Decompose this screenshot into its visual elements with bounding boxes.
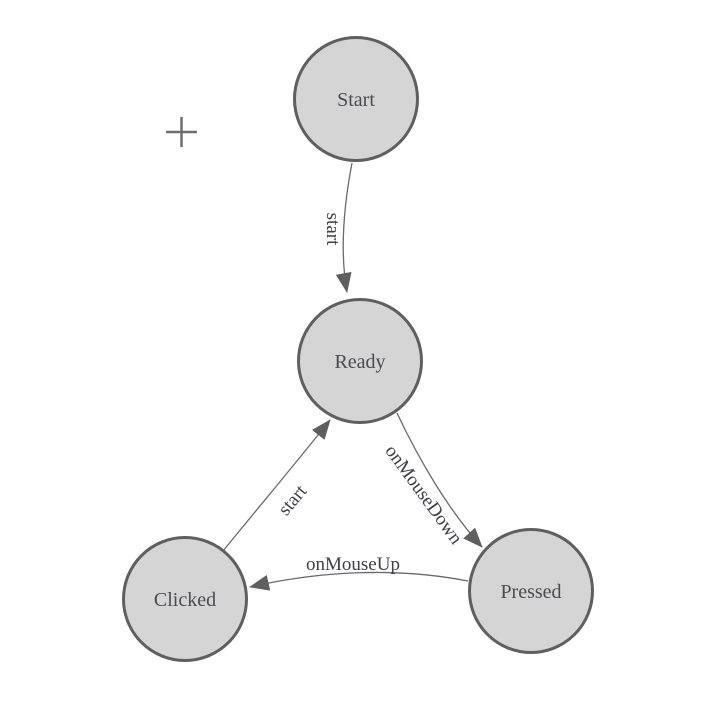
edge-label-onmousedown: onMouseDown [381,441,467,549]
edge-label-start-vertical: start [322,213,343,246]
state-label-clicked: Clicked [154,589,216,611]
state-label-ready: Ready [334,351,385,373]
crosshair-plus-icon [166,117,197,147]
state-node-start[interactable]: Start [293,36,419,162]
state-label-pressed: Pressed [500,581,561,603]
state-circle-pressed[interactable] [468,528,594,654]
edges-layer [222,162,483,591]
state-node-pressed[interactable]: Pressed [468,528,594,654]
edge-label-start-diagonal: start [274,481,312,520]
state-label-start: Start [337,89,375,111]
state-circle-clicked[interactable] [122,536,248,662]
edge-label-onmouseup: onMouseUp [306,554,400,575]
edge-ready-to-pressed[interactable] [396,412,483,548]
state-node-clicked[interactable]: Clicked [122,536,248,662]
state-circle-ready[interactable] [297,298,423,424]
state-node-ready[interactable]: Ready [297,298,423,424]
edge-pressed-to-clicked[interactable] [249,571,469,591]
state-circle-start[interactable] [293,36,419,162]
edge-clicked-to-ready[interactable] [222,419,331,552]
edge-start-to-ready[interactable] [335,162,353,293]
